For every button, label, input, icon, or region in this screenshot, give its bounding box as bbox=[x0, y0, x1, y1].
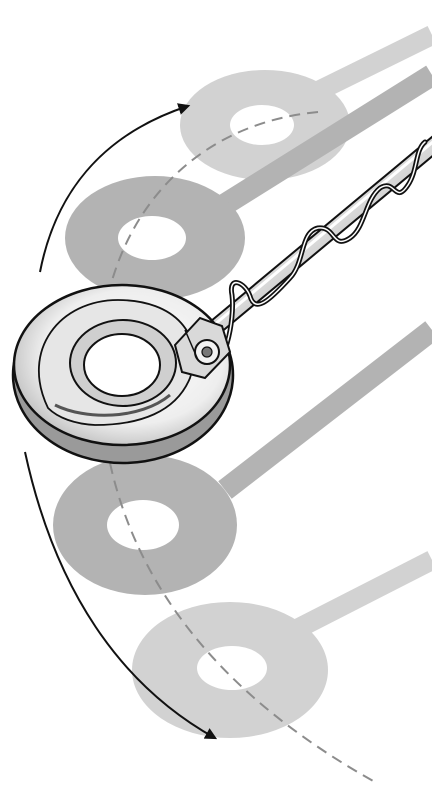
sweep-illustration bbox=[0, 0, 432, 792]
sweep-diagram-svg bbox=[0, 0, 432, 792]
